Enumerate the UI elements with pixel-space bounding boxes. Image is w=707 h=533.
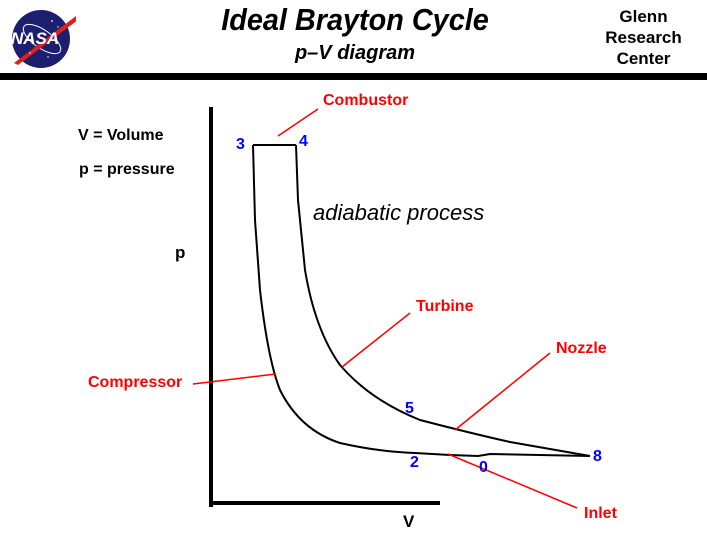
page-subtitle: p–V diagram <box>294 42 416 64</box>
nozzle-label: Nozzle <box>556 340 607 357</box>
organization-name: Glenn Research Center <box>580 6 707 69</box>
inlet-leader <box>447 453 578 509</box>
x-axis-label: V <box>403 512 415 531</box>
compression-curve <box>252 144 451 456</box>
nasa-logo: NASA <box>8 5 82 71</box>
compressor-label: Compressor <box>88 374 183 391</box>
turbine-leader <box>341 312 411 368</box>
pressure-definition: p = pressure <box>79 161 175 178</box>
nasa-logo-text: NASA <box>11 29 60 48</box>
heat-rejection-line <box>449 452 591 458</box>
turbine-label: Turbine <box>416 298 474 315</box>
organization-line: Research <box>605 28 682 47</box>
adiabatic-process-label: adiabatic process <box>313 200 485 225</box>
inlet-label: Inlet <box>584 505 617 522</box>
y-axis-label: p <box>175 243 186 262</box>
state-0-label: 0 <box>479 459 488 476</box>
organization-line: Center <box>616 49 671 68</box>
state-8-label: 8 <box>593 448 602 465</box>
organization-line: Glenn <box>619 7 668 26</box>
state-2-label: 2 <box>410 454 419 471</box>
expansion-curve <box>295 144 591 457</box>
combustor-leader <box>277 108 319 137</box>
nasa-meatball-icon <box>12 10 82 68</box>
nozzle-leader <box>454 352 551 431</box>
state-5-label: 5 <box>405 400 414 417</box>
state-3-label: 3 <box>236 136 245 153</box>
compressor-leader <box>192 373 277 385</box>
state-4-label: 4 <box>299 133 308 150</box>
combustor-label: Combustor <box>323 92 409 109</box>
page-title: Ideal Brayton Cycle <box>221 2 489 37</box>
header-divider <box>0 73 707 80</box>
volume-definition: V = Volume <box>78 127 164 144</box>
